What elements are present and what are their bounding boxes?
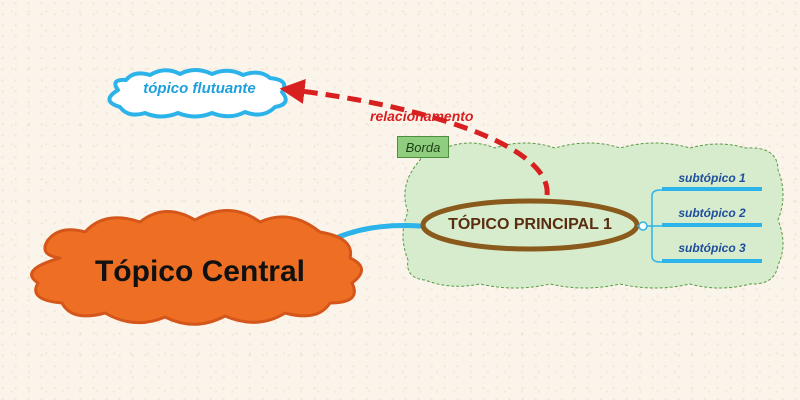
subtopic-1-label[interactable]: subtópico 1 (678, 171, 746, 185)
subtopic-1-underline (662, 187, 762, 191)
central-topic-shape[interactable] (30, 209, 363, 326)
central-topic-label[interactable]: Tópico Central (94, 255, 305, 288)
subtopic-3-label[interactable]: subtópico 3 (678, 241, 746, 255)
subtopic-3-underline (662, 259, 762, 263)
main-topic-label[interactable]: TÓPICO PRINCIPAL 1 (448, 216, 612, 233)
subtopic-2-underline (662, 223, 762, 227)
subtopic-2-label[interactable]: subtópico 2 (678, 206, 746, 220)
collapse-toggle[interactable] (638, 221, 648, 231)
main-topic-shape[interactable] (420, 198, 640, 252)
boundary-label[interactable]: Borda (397, 136, 449, 158)
floating-topic-label[interactable]: tópico flutuante (143, 80, 256, 97)
relationship-label[interactable]: relacionamento (370, 108, 474, 124)
